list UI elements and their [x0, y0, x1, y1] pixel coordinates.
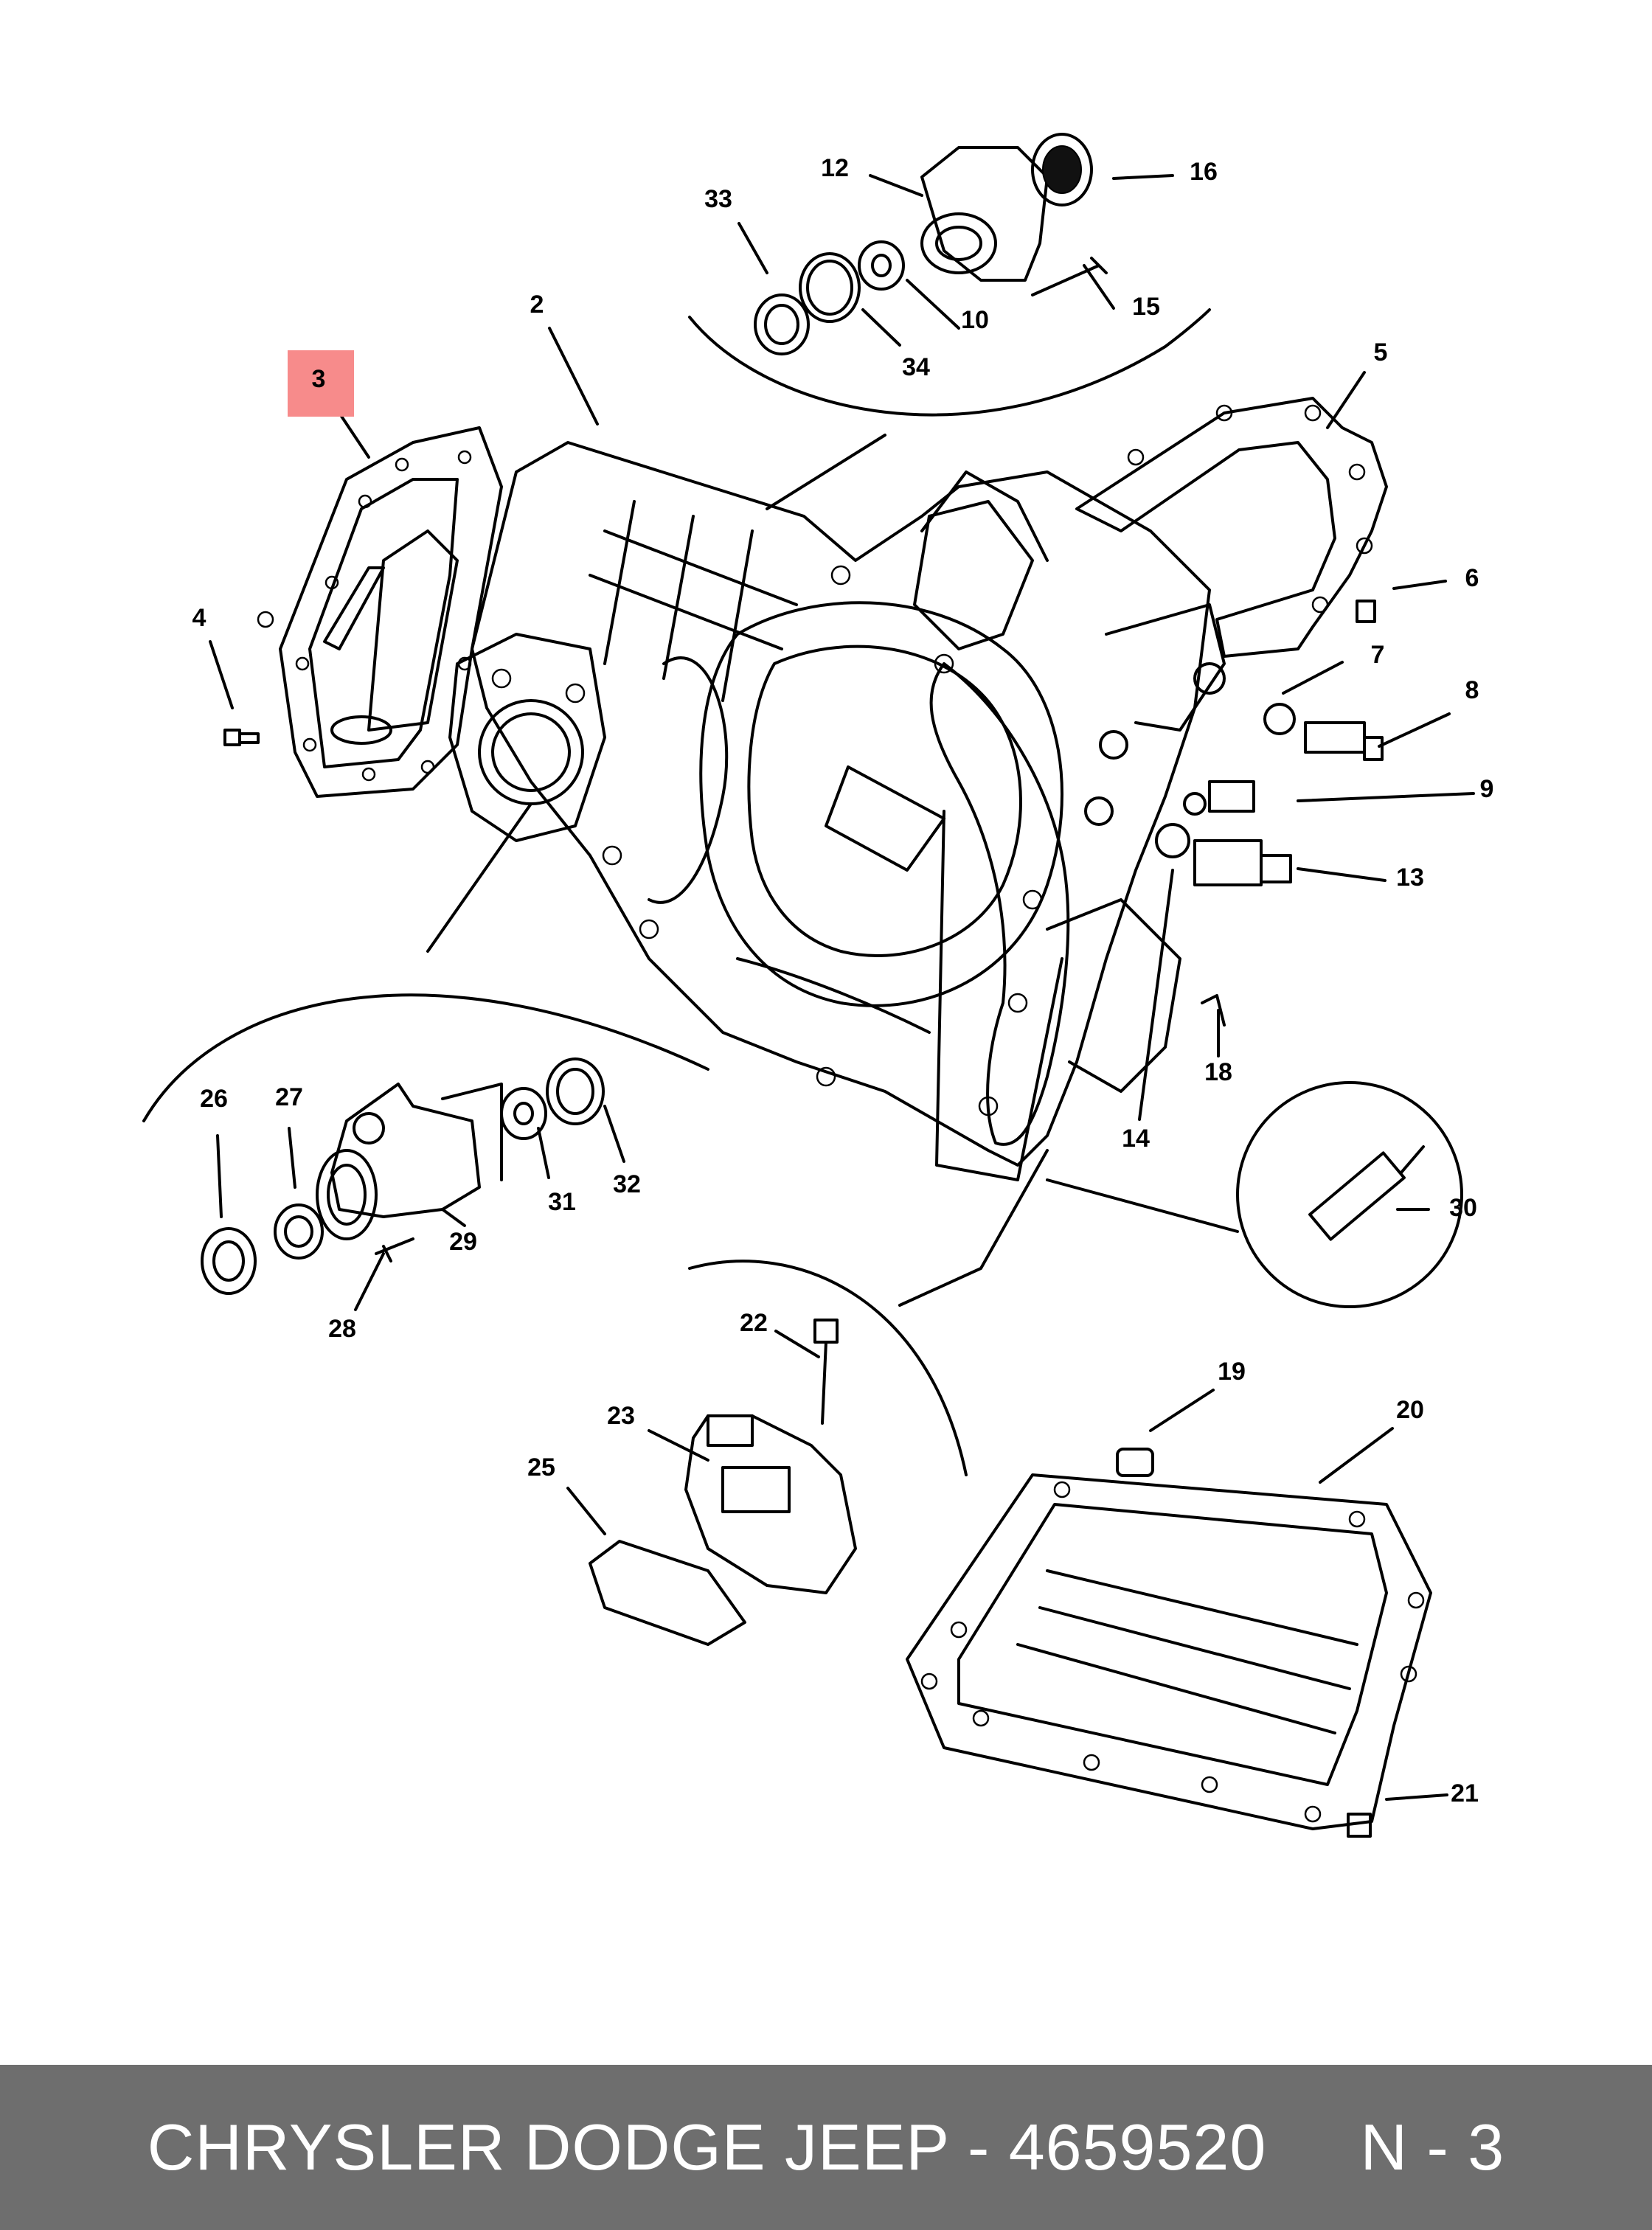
footer-part-number: CHRYSLER DODGE JEEP - 4659520 N - 3 — [147, 2111, 1505, 2184]
callout-32: 32 — [613, 1170, 641, 1198]
callout-22: 22 — [740, 1309, 768, 1337]
gasket-holes — [1127, 404, 1373, 614]
callout-5: 5 — [1374, 338, 1388, 367]
solenoid-13 — [1155, 823, 1292, 886]
callout-8: 8 — [1465, 676, 1479, 704]
callout-25: 25 — [527, 1453, 555, 1482]
transmission-case — [448, 441, 1226, 1167]
top-detail-group — [688, 133, 1211, 510]
callout-31: 31 — [548, 1188, 576, 1216]
o-ring-7 — [1263, 703, 1296, 735]
pan-bolt-holes — [920, 1481, 1425, 1823]
callout-27: 27 — [275, 1083, 303, 1111]
callout-21: 21 — [1451, 1779, 1479, 1807]
callout-19: 19 — [1218, 1358, 1246, 1386]
callout-7: 7 — [1371, 641, 1385, 669]
callout-12: 12 — [821, 154, 849, 182]
bolt-18 — [1201, 994, 1226, 1027]
callout-4: 4 — [192, 604, 206, 632]
callout-16: 16 — [1190, 158, 1218, 186]
callout-6: 6 — [1465, 564, 1479, 592]
callout-14: 14 — [1122, 1125, 1150, 1153]
inset-detail-30 — [1046, 1081, 1463, 1308]
lower-left-detail — [142, 802, 709, 1295]
callout-13: 13 — [1396, 864, 1424, 892]
leader-lines — [209, 174, 1475, 1801]
callout-34: 34 — [902, 353, 930, 381]
callout-30: 30 — [1449, 1194, 1477, 1222]
callout-15: 15 — [1132, 293, 1160, 321]
fitting-8 — [1304, 721, 1384, 761]
fitting-9 — [1183, 780, 1255, 816]
callout-10: 10 — [961, 306, 989, 334]
side-cover — [257, 426, 503, 798]
callout-9: 9 — [1480, 775, 1494, 803]
callout-18: 18 — [1204, 1058, 1232, 1086]
drain-plug-4 — [223, 729, 260, 746]
callout-3[interactable]: 3 — [312, 365, 326, 393]
callout-23: 23 — [607, 1402, 635, 1430]
callout-33: 33 — [704, 185, 732, 213]
callout-28: 28 — [328, 1315, 356, 1343]
exploded-parts-diagram: 2 3 4 5 6 7 8 9 10 12 13 14 15 16 18 19 … — [142, 133, 1494, 1838]
case-gasket — [929, 662, 1070, 1146]
cover-bolt-holes — [257, 450, 472, 782]
oil-pan-group — [906, 1448, 1432, 1838]
callout-labels: 2 3 4 5 6 7 8 9 10 12 13 14 15 16 18 19 … — [192, 154, 1494, 1807]
callout-2: 2 — [530, 291, 544, 319]
valve-body-group — [589, 1149, 1049, 1646]
footer-bar: CHRYSLER DODGE JEEP - 4659520 N - 3 — [0, 2065, 1652, 2230]
callout-29: 29 — [449, 1228, 477, 1256]
fitting-6 — [1356, 600, 1376, 623]
callout-26: 26 — [200, 1085, 228, 1113]
highlight-box — [288, 350, 354, 417]
rear-cover-gasket — [1075, 397, 1388, 658]
callout-20: 20 — [1396, 1396, 1424, 1424]
